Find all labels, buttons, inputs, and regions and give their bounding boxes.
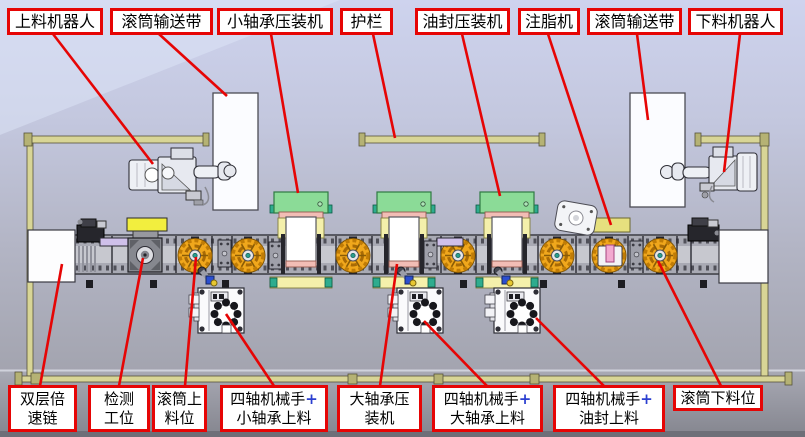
leader-oil-seal-press (460, 33, 502, 197)
label-unloading-robot: 下料机器人 (688, 8, 783, 35)
right-drive-motor (687, 217, 720, 242)
leader-guardrail (371, 33, 397, 139)
leader-lines (38, 33, 742, 387)
label-oil-seal-press: 油封压装机 (415, 8, 510, 35)
grease-fixture (597, 244, 623, 267)
left-drive-motor (76, 218, 107, 243)
unloading-robot (660, 146, 758, 203)
chain-left-end (27, 218, 129, 283)
label-small-bearing-press: 小轴承压装机 (217, 8, 333, 35)
pallet-stop (629, 240, 644, 269)
leader-roller-loading-position (183, 256, 198, 387)
label-grease-machine: 注脂机 (518, 8, 580, 35)
label-roller-conveyor-right: 滚筒输送带 (587, 8, 682, 35)
chain-right-end (687, 217, 769, 284)
pallet-stop (217, 239, 232, 268)
label-inspection-station: 检测 工位 (88, 385, 150, 432)
inspection-station (126, 217, 168, 273)
leader-double-speed-chain (38, 263, 64, 387)
label-roller-loading-position: 滚筒上 料位 (152, 385, 207, 432)
leader-loading-robot (51, 33, 155, 165)
lavender-pad-right (436, 237, 464, 247)
label-loading-robot: 上料机器人 (7, 8, 103, 35)
pallet-stop (423, 240, 438, 269)
pallet-stop (268, 241, 283, 270)
leader-small-bearing-press (269, 33, 300, 194)
label-roller-conveyor-left: 滚筒输送带 (110, 8, 213, 35)
label-double-speed-chain: 双层倍 速链 (8, 385, 77, 432)
leader-inspection-station (117, 257, 145, 387)
lavender-pad-left (99, 237, 129, 247)
loading-robot (128, 147, 237, 206)
leader-roller-unloading-position (656, 260, 723, 387)
leader-roller-conveyor-right (635, 33, 650, 121)
leader-large-bearing-press (378, 263, 399, 387)
leader-manipulator-small-bearing (224, 313, 276, 387)
label-roller-unloading-position: 滚筒下料位 (673, 385, 763, 411)
leader-manipulator-large-bearing (423, 320, 488, 387)
leader-unloading-robot (722, 33, 742, 173)
label-manipulator-oil-seal: 四轴机械手+ 油封上料 (553, 385, 665, 432)
label-large-bearing-press: 大轴承压 装机 (337, 385, 422, 432)
leader-roller-conveyor-left (158, 33, 228, 97)
roller-conveyor-panel-right (629, 92, 686, 208)
leader-grease-machine (546, 33, 613, 226)
label-guardrail: 护栏 (340, 8, 393, 35)
label-manipulator-large-bearing: 四轴机械手+ 大轴承上料 (432, 385, 543, 432)
label-manipulator-small-bearing: 四轴机械手+ 小轴承上料 (220, 385, 328, 432)
roller-conveyor-panel-left (212, 92, 259, 211)
leader-manipulator-oil-seal (535, 317, 605, 387)
